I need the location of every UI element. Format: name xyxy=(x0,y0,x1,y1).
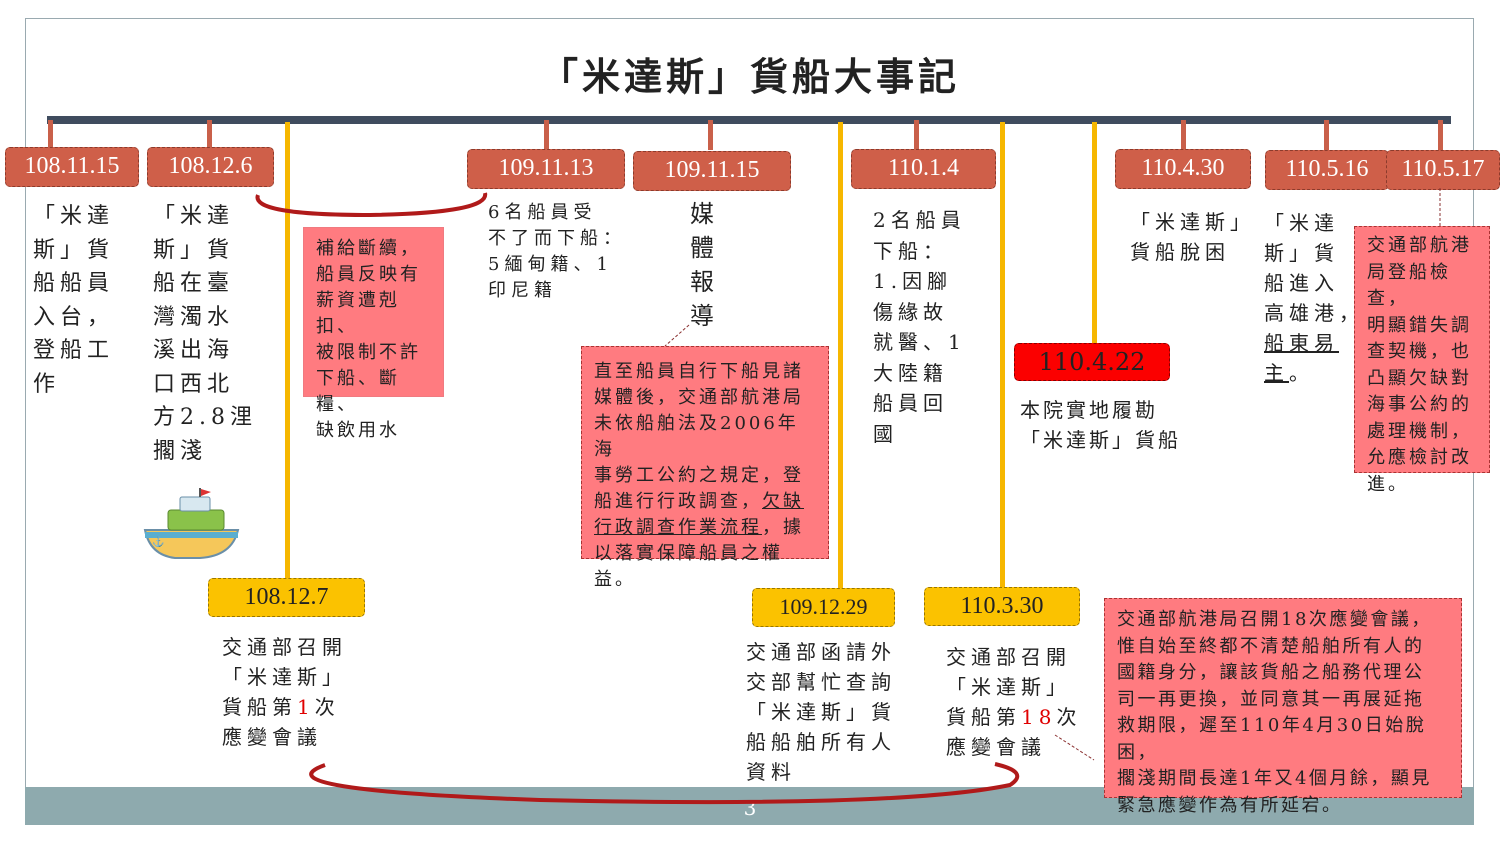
note-summary: 交通部航港局召開18次應變會議， 惟自始至終都不清楚船舶所有人的 國籍身分，讓該… xyxy=(1104,598,1462,816)
event-text: 交通部召開 「米達斯」 貨船第18次 應變會議 xyxy=(946,642,1086,762)
underlined-text: 船東易 主 xyxy=(1264,331,1339,385)
date-label: 110.4.30 xyxy=(1115,149,1251,189)
event-text: 「米達 斯」貨 船船員 入台， 登船工 作 xyxy=(33,204,115,397)
event-text: 「米達 斯」貨 船在臺 灣濁水 溪出海 口西北 方2.8浬 擱淺 xyxy=(153,204,257,464)
event-text: 2名船員 下船： 1.因腳 傷緣故 就醫、1 大陸籍 船員回 國 xyxy=(873,208,966,446)
slide-title: 「米達斯」貨船大事記 xyxy=(539,54,960,99)
timeline-tick xyxy=(1181,120,1186,150)
timeline-axis xyxy=(47,116,1451,124)
bracket-arc xyxy=(255,192,488,218)
timeline-connector xyxy=(1000,122,1005,588)
event-text: 「米達斯」 貨船脫困 xyxy=(1130,210,1255,264)
event-text: 本院實地履勘 「米達斯」貨船 xyxy=(1020,398,1181,452)
timeline-tick xyxy=(708,120,713,150)
event-text: 「米達 斯」貨 船進入 高雄港， 船東易 主。 xyxy=(1264,208,1364,388)
date-label: 110.3.30 xyxy=(924,587,1080,626)
underlined-text: 欠缺 xyxy=(762,491,804,512)
note-inspection: 交通部航港 局登船檢查， 明顯錯失調 查契機，也 凸顯欠缺對 海事公約的 處理機… xyxy=(1354,226,1490,495)
leader-line xyxy=(1054,734,1095,761)
text-line: 高雄港， xyxy=(1264,301,1364,325)
date-label: 109.11.13 xyxy=(467,149,625,189)
meeting-count: 1 xyxy=(297,695,315,719)
text-line: 船進入 xyxy=(1264,271,1339,295)
text-part: 次 應變會議 xyxy=(222,695,340,749)
bracket-arc xyxy=(309,762,1020,805)
note-supply: 補給斷續， 船員反映有 薪資遭剋扣、 被限制不許 下船、斷糧、 缺飲用水 xyxy=(303,227,444,441)
date-label: 110.4.22 xyxy=(1014,343,1170,381)
svg-text:⚓: ⚓ xyxy=(152,535,164,548)
event-text: 6名船員受 不了而下船： 5緬甸籍、1 印尼籍 xyxy=(488,202,626,301)
text-part: 交通部召開 「米達斯」 貨船第 xyxy=(946,645,1071,729)
date-label: 109.11.15 xyxy=(633,151,791,191)
timeline-tick xyxy=(544,120,549,150)
date-label: 110.1.4 xyxy=(851,149,996,189)
timeline-tick xyxy=(48,120,53,148)
timeline-tick xyxy=(914,120,919,150)
date-label: 110.5.16 xyxy=(1265,150,1389,190)
timeline-tick xyxy=(207,120,212,148)
timeline-connector xyxy=(838,122,843,590)
date-label: 108.12.7 xyxy=(208,578,365,617)
note-text: ，據 以落實保障船員之權益。 xyxy=(594,517,804,590)
text-end: 。 xyxy=(1289,361,1314,385)
ship-icon: ⚓ xyxy=(143,488,240,559)
date-label: 109.12.29 xyxy=(752,588,895,627)
timeline-connector xyxy=(285,122,290,580)
note-media: 直至船員自行下船見諸 媒體後，交通部航港局 未依船舶法及2006年海 事勞工公約… xyxy=(581,346,829,590)
leader-line xyxy=(664,324,690,347)
text-part: 次 應變會議 xyxy=(946,705,1082,759)
event-text: 媒 體 報 導 xyxy=(690,200,719,330)
timeline-connector xyxy=(1092,122,1097,344)
timeline-tick xyxy=(1324,120,1329,150)
date-label: 108.11.15 xyxy=(5,147,139,187)
event-text: 交通部函請外 交部幫忙查詢 「米達斯」貨 船船舶所有人 資料 xyxy=(746,640,896,784)
date-label: 108.12.6 xyxy=(147,147,274,187)
text-line: 斯」貨 xyxy=(1264,241,1339,265)
event-text: 交通部召開 「米達斯」 貨船第1次 應變會議 xyxy=(222,632,362,752)
note-text: 直至船員自行下船見諸 媒體後，交通部航港局 未依船舶法及2006年海 事勞工公約… xyxy=(594,361,804,512)
timeline-tick xyxy=(1438,120,1443,150)
meeting-count: 18 xyxy=(1021,705,1057,729)
text-part: 交通部召開 「米達斯」 貨船第 xyxy=(222,635,347,719)
underlined-text: 行政調查作業流程 xyxy=(594,517,762,538)
text-line: 「米達 xyxy=(1264,211,1339,235)
